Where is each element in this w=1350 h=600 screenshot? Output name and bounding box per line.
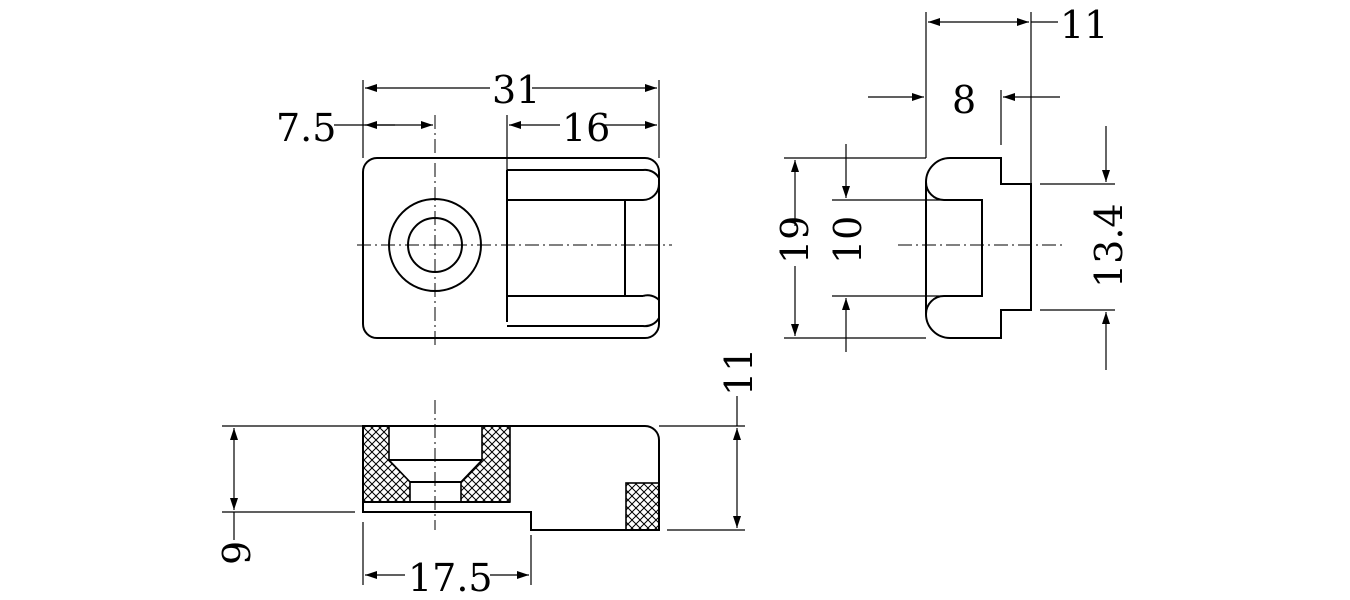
dim-section-17-5: 17.5 <box>408 556 493 600</box>
section-hatch-bottom <box>625 482 660 531</box>
section-view-outline <box>362 425 660 531</box>
top-view-slot <box>506 168 660 328</box>
dim-31: 31 <box>492 68 540 112</box>
side-view-slot <box>925 181 983 315</box>
side-view: 11 8 19 10 13.4 <box>773 3 1131 370</box>
dim-side-11: 11 <box>1060 3 1108 47</box>
dim-side-10: 10 <box>826 216 870 264</box>
dim-7-5: 7.5 <box>276 106 336 150</box>
section-view: 9 11 17.5 <box>215 348 761 600</box>
dim-side-13-4: 13.4 <box>1087 203 1131 288</box>
dim-side-19: 19 <box>773 216 817 264</box>
top-view-outline <box>362 157 660 339</box>
section-hatch-left <box>362 425 411 503</box>
side-view-outline <box>925 157 1032 339</box>
section-hatch-right <box>460 425 511 503</box>
dim-section-9: 9 <box>215 541 259 565</box>
dim-section-11: 11 <box>717 348 761 396</box>
dim-side-8: 8 <box>952 78 976 122</box>
top-view: 31 7.5 16 <box>276 68 672 345</box>
dim-16: 16 <box>562 106 610 150</box>
